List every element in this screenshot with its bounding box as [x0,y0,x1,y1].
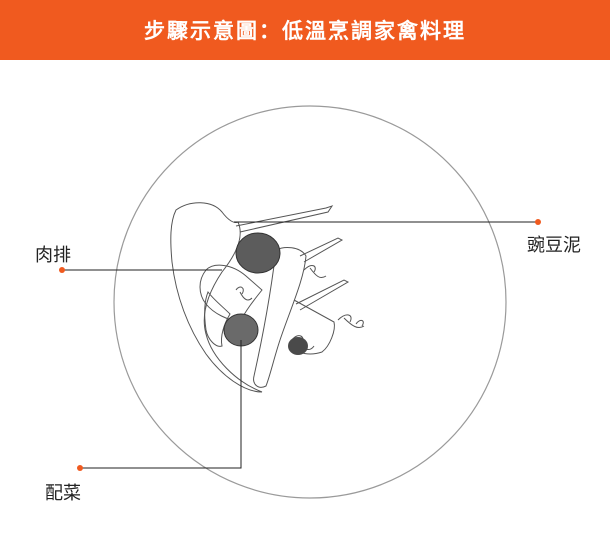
pea-puree-scoop [235,232,281,274]
side-dish-dark-spot [288,337,308,355]
sketch-back-shape [170,202,263,393]
sketch-sprig-1 [337,314,365,329]
sketch-stick-2 [299,237,344,263]
label-meat-chop: 肉排 [35,245,71,266]
sketch-stick-3 [295,279,350,311]
sketch-sprig-2 [303,265,327,279]
sketch-long-piece [253,247,307,388]
leader-line-side-dish [80,340,242,469]
callout-dot-pea-puree [535,219,541,225]
callout-dot-meat-chop [59,267,65,273]
header-banner: 步驟示意圖：低溫烹調家禽料理 [0,0,610,60]
sketch-stick-1 [235,205,334,233]
sketch-front-piece [204,290,231,347]
callout-dot-side-dish [77,465,83,471]
label-pea-puree: 豌豆泥 [527,235,581,256]
dish-sketch [170,202,365,393]
page-title: 步驟示意圖：低溫烹調家禽料理 [144,19,466,43]
sketch-sprig-3 [235,286,253,301]
plate [113,105,507,499]
label-side-dish: 配菜 [45,483,81,504]
